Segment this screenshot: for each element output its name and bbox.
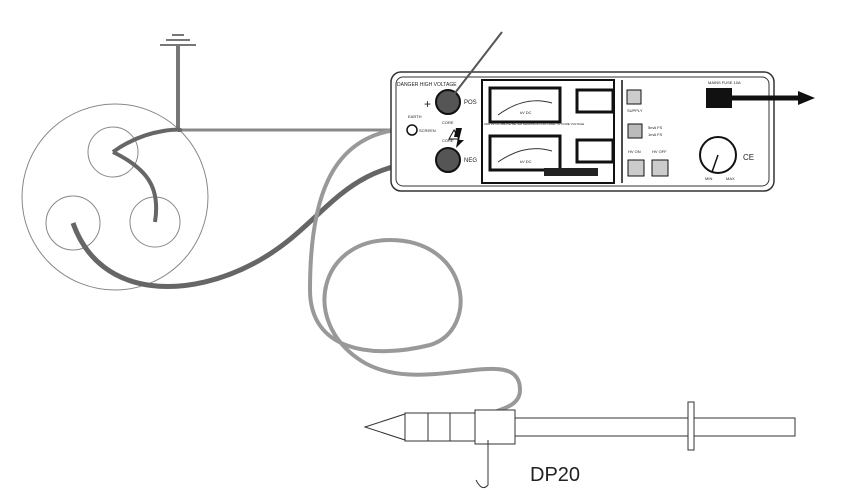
supply-switch[interactable] — [626, 89, 642, 105]
meter-note: ADD kV DC ABOVE METER READINGS FOR CORE … — [484, 122, 584, 126]
hv-off-label: HV OFF — [652, 149, 667, 154]
core-label-2: CORE — [442, 138, 454, 143]
meter-unit-2: kV DC — [520, 159, 532, 164]
earth-label: EARTH — [408, 114, 422, 119]
hv-on-button[interactable] — [627, 159, 645, 177]
range-button[interactable] — [627, 123, 643, 139]
earth-terminal[interactable] — [406, 124, 418, 136]
cable-cross-section — [21, 103, 209, 291]
hv-off-button[interactable] — [651, 159, 669, 177]
screen-label: SCREEN — [419, 128, 436, 133]
hv-cable — [307, 128, 523, 417]
neg-label: NEG — [464, 158, 477, 164]
dp20-probe — [363, 401, 796, 489]
pos-label: POS — [464, 100, 477, 106]
neg-lead — [70, 157, 449, 289]
range-a-label: 5mA FS — [648, 125, 663, 130]
meter-unit: kV DC — [520, 110, 532, 115]
max-label: MAX — [726, 176, 735, 181]
mains-label: MAINS FUSE 10A — [708, 80, 741, 85]
core-link — [112, 150, 159, 223]
test-set-panel: kV DC kV DC ADD kV DC ABOVE METER READIN… — [390, 71, 775, 192]
core-label: CORE — [442, 120, 454, 125]
voltage-knob[interactable] — [699, 136, 737, 174]
ce-mark: CE — [743, 153, 754, 162]
earth-icon — [160, 34, 196, 130]
danger-label: DANGER HIGH VOLTAGE — [397, 82, 457, 88]
supply-label: SUPPLY — [627, 108, 643, 113]
plus-sign: + — [424, 97, 431, 111]
mains-socket — [706, 88, 732, 108]
warning-icon — [448, 128, 460, 140]
core-lead-1 — [111, 127, 183, 154]
probe-label: DP20 — [530, 464, 580, 486]
arrow-icon — [798, 91, 815, 105]
hv-on-label: HV ON — [628, 149, 641, 154]
range-b-label: 1mA FS — [648, 132, 663, 137]
neg-terminal[interactable] — [435, 147, 461, 173]
min-label: MIN — [705, 176, 712, 181]
